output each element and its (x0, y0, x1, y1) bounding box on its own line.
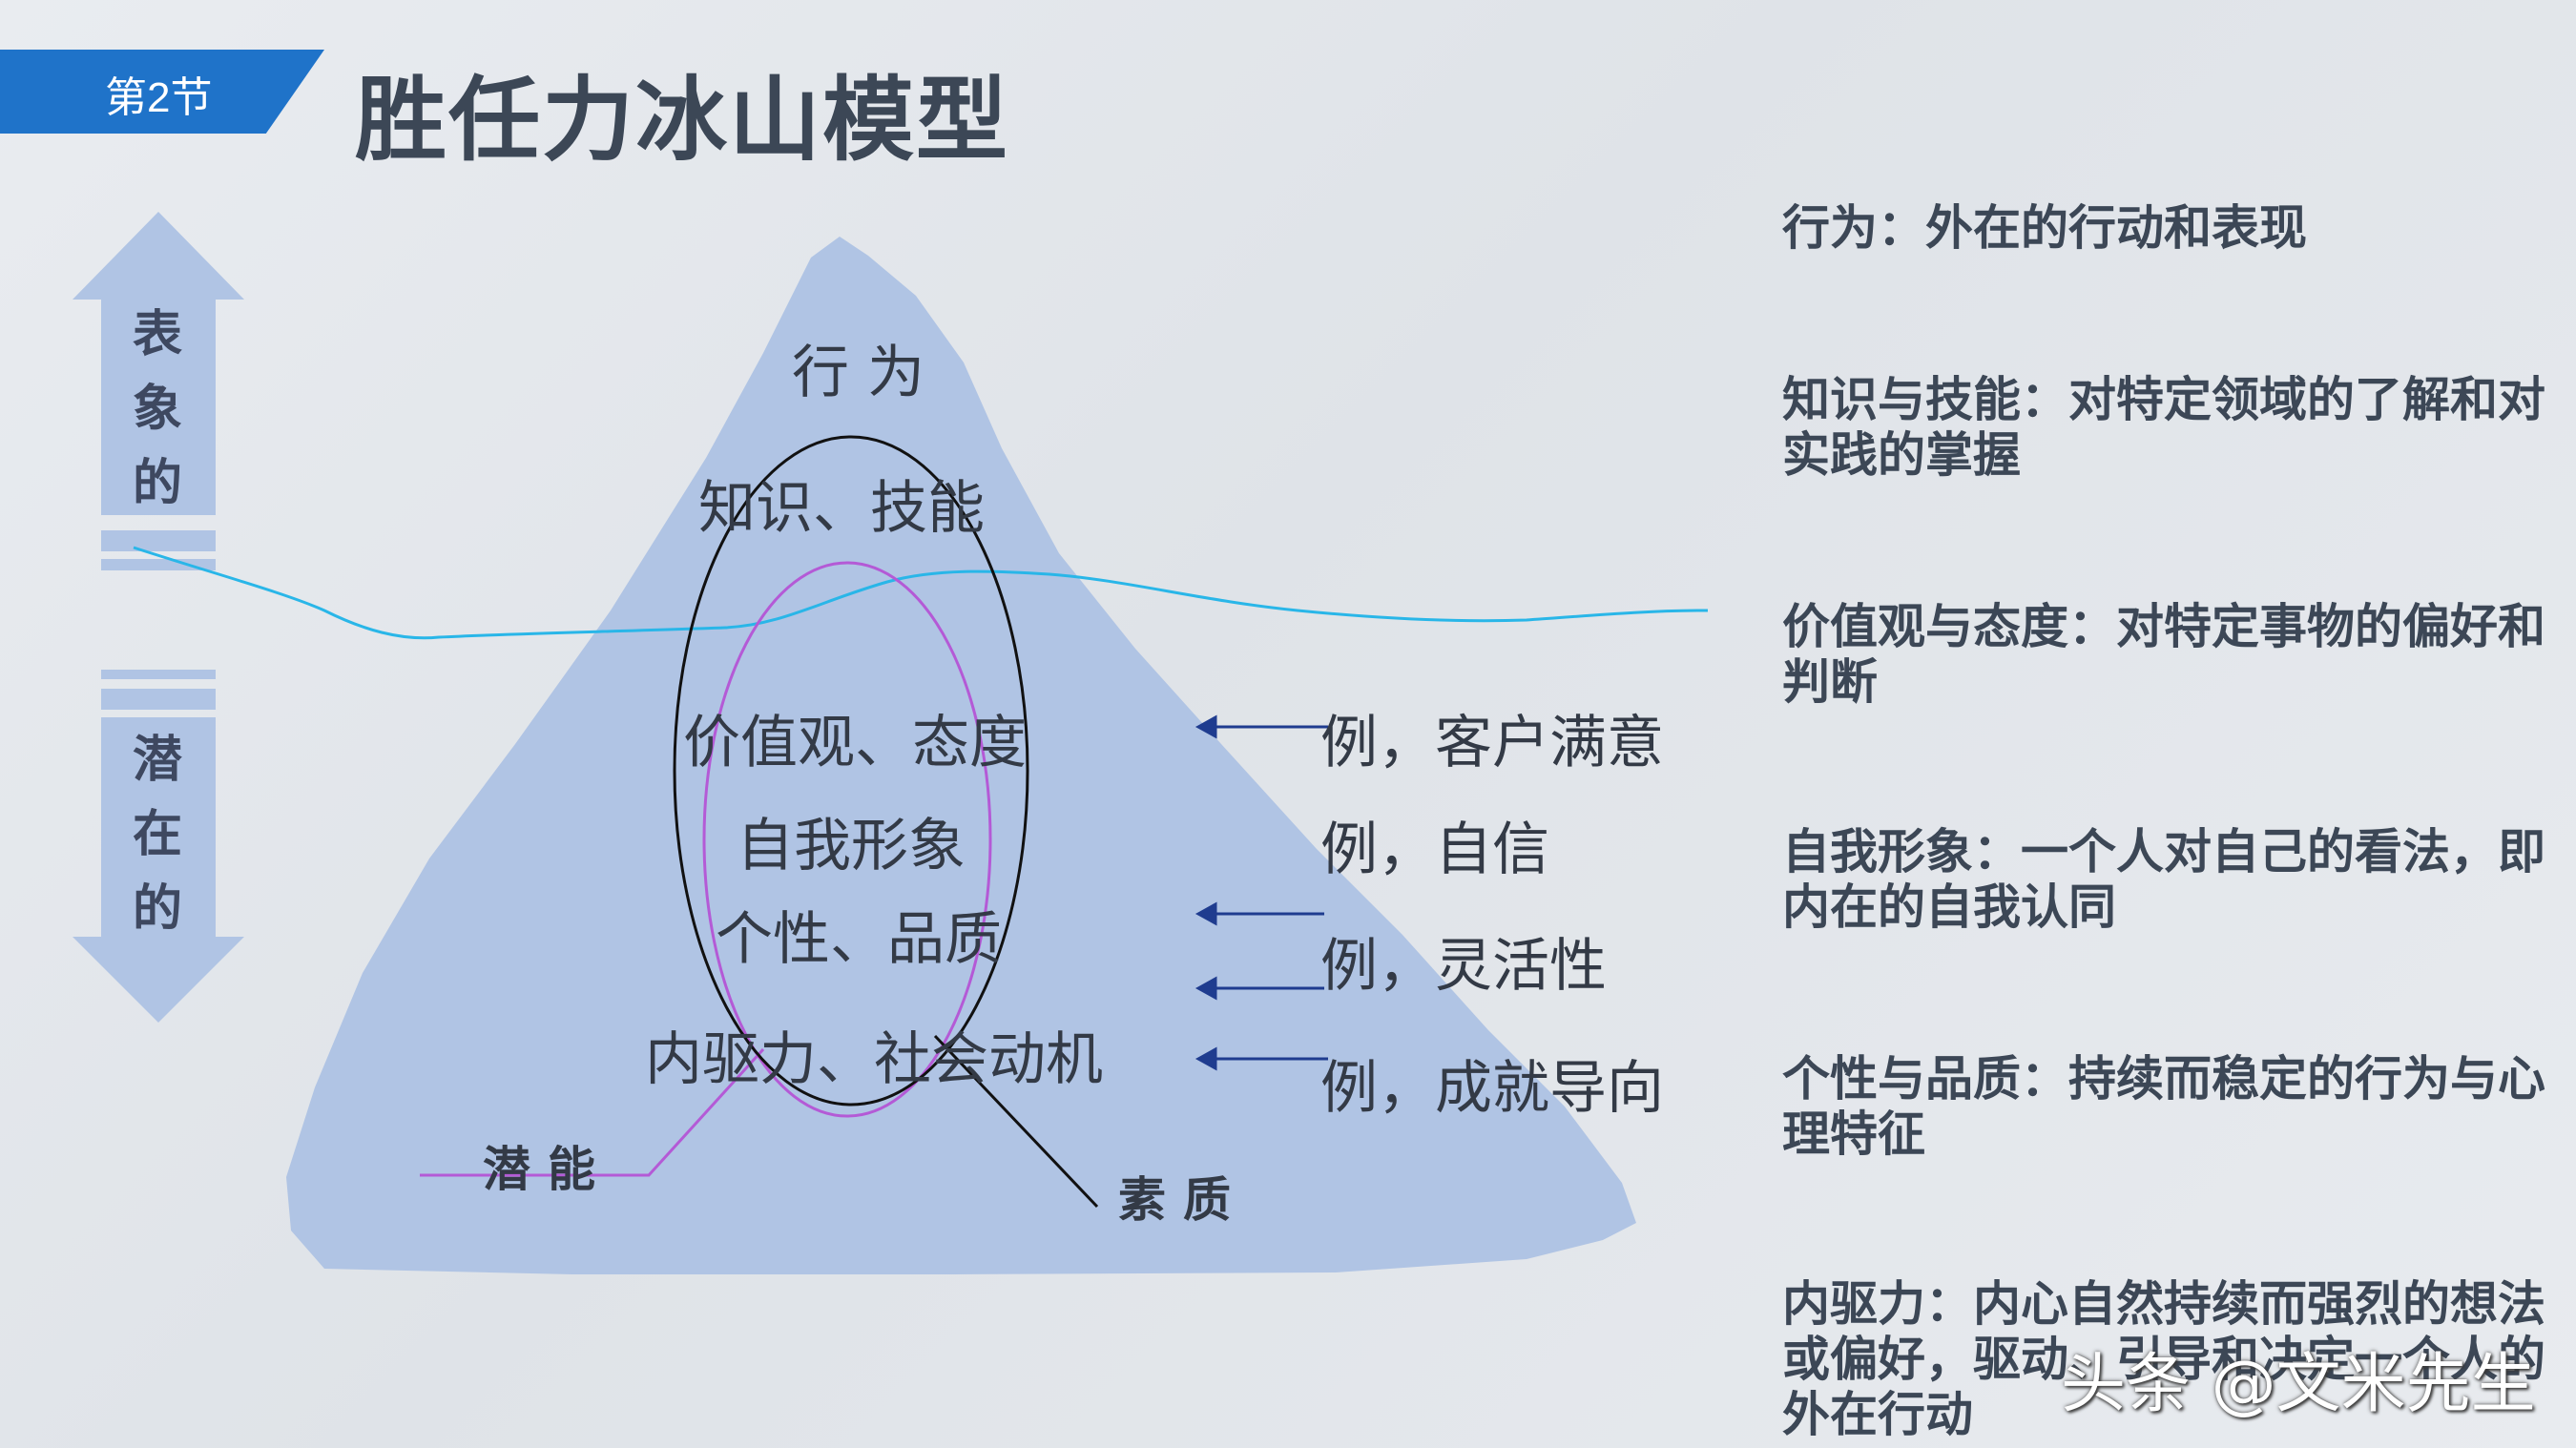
definition-values: 价值观与态度：对特定事物的偏好和判断 (1782, 599, 2545, 710)
latent-label: 潜 在 的 (119, 723, 196, 946)
example-values: 例，客户满意 (1320, 710, 1664, 776)
level-self-image: 自我形象 (737, 813, 966, 879)
surface-label-char: 象 (132, 380, 182, 438)
latent-label-char: 在 (132, 805, 182, 863)
level-knowledge: 知识、技能 (698, 475, 985, 542)
definition-knowledge: 知识与技能：对特定领域的了解和对实践的掌握 (1782, 372, 2545, 483)
definition-personality: 个性与品质：持续而稳定的行为与心理特征 (1782, 1051, 2545, 1162)
definition-behavior: 行为：外在的行动和表现 (1782, 200, 2307, 256)
example-personality: 例，灵活性 (1320, 933, 1607, 1000)
definition-self-image: 自我形象：一个人对自己的看法，即内在的自我认同 (1782, 824, 2545, 935)
surface-label: 表 象 的 (119, 298, 196, 521)
example-arrows (1195, 714, 1328, 1071)
surface-label-char: 的 (132, 454, 182, 512)
example-self-image: 例，自信 (1320, 817, 1549, 883)
level-behavior: 行 为 (792, 340, 925, 406)
definition-motive: 内驱力：内心自然持续而强烈的想法或偏好，驱动、引导和决定一个人的外在行动 (1782, 1276, 2545, 1442)
quality-tag: 素质 (1118, 1171, 1248, 1228)
potential-tag: 潜能 (483, 1141, 613, 1197)
iceberg-shape (286, 237, 1636, 1274)
surface-label-char: 表 (132, 305, 182, 363)
quality-ellipse (673, 435, 1029, 1107)
quality-pointer (933, 1034, 1099, 1209)
section-tag (0, 50, 324, 134)
level-personality: 个性、品质 (716, 906, 1002, 973)
potential-ellipse (702, 561, 992, 1118)
level-values: 价值观、态度 (683, 710, 1027, 776)
watermark: 头条 @文米先生 (2061, 1347, 2536, 1422)
example-motive: 例，成就导向 (1320, 1055, 1664, 1122)
potential-pointer (420, 1047, 765, 1177)
down-arrow-icon (73, 670, 244, 1023)
level-motive: 内驱力、社会动机 (645, 1026, 1103, 1093)
section-tag-label: 第2节 (105, 74, 213, 121)
up-arrow-icon (73, 212, 244, 570)
latent-label-char: 潜 (132, 731, 182, 789)
latent-label-char: 的 (132, 879, 182, 938)
waterline (133, 546, 1709, 640)
page-title: 胜任力冰山模型 (355, 67, 1009, 174)
